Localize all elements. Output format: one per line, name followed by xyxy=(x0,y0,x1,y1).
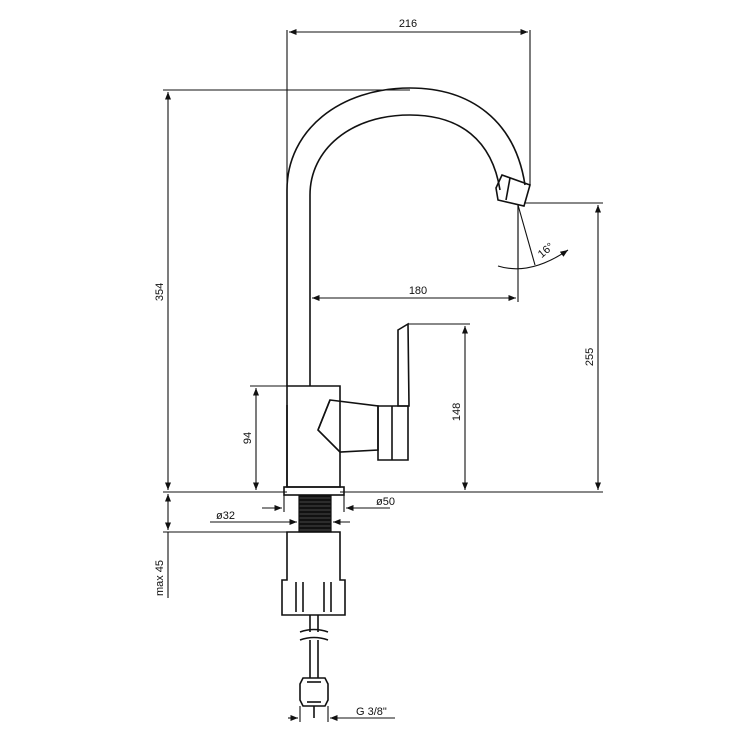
spout-projection-label: 180 xyxy=(409,285,427,297)
mounting-nut xyxy=(281,531,346,616)
max-thickness-label: max 45 xyxy=(154,560,166,596)
base-ring xyxy=(283,486,345,496)
connection-thread-label: G 3/8" xyxy=(356,706,387,718)
threaded-shank xyxy=(298,495,332,533)
lever-cylinder xyxy=(377,405,409,461)
base-diameter-label: ø50 xyxy=(376,496,395,508)
hose-fitting xyxy=(299,677,329,707)
total-height-label: 354 xyxy=(154,283,166,301)
faucet-body xyxy=(286,385,341,488)
dimension-lines xyxy=(163,28,603,722)
clearance-height-label: 255 xyxy=(584,348,596,366)
lever-handle xyxy=(397,322,410,407)
shank-diameter-label: ø32 xyxy=(216,510,235,522)
body-height-label: 94 xyxy=(242,432,254,444)
faucet-outline xyxy=(281,87,531,718)
spout-outer xyxy=(286,87,526,386)
aerator xyxy=(495,174,531,207)
spout-inner xyxy=(309,114,501,386)
aerator-angle-label: 16° xyxy=(536,241,556,261)
overall-reach-label: 216 xyxy=(399,18,417,30)
lever-height-label: 148 xyxy=(451,403,463,421)
